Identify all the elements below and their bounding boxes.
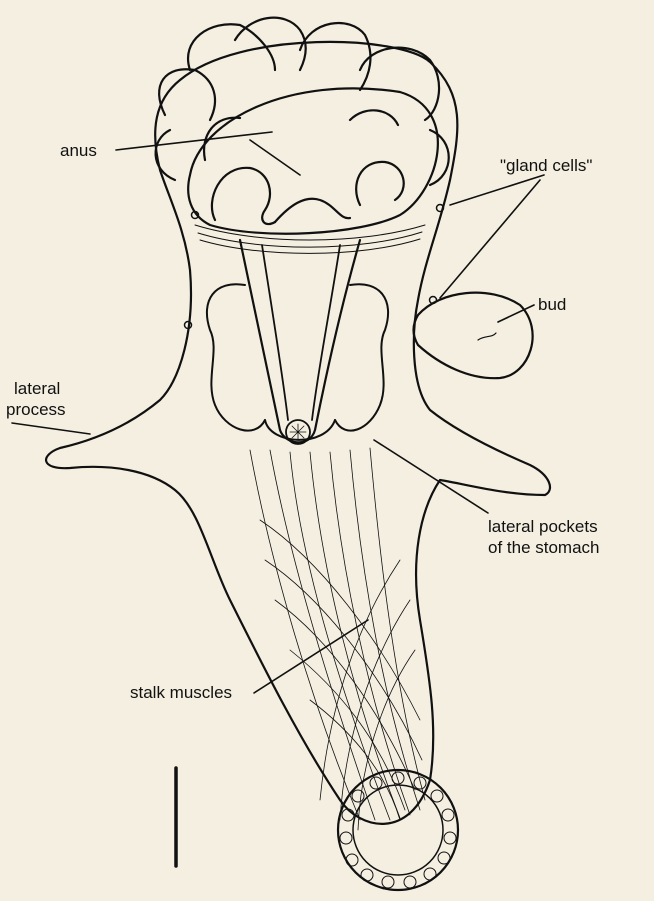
- label-lateral-pockets-line2: of the stomach: [488, 537, 600, 558]
- label-anus: anus: [60, 140, 97, 161]
- left-lateral-pocket: [207, 284, 265, 430]
- upper-lobes: [156, 18, 449, 185]
- label-gland-cells: "gland cells": [500, 155, 592, 176]
- oral-disk: [188, 88, 438, 233]
- label-stalk-muscles: stalk muscles: [130, 682, 232, 703]
- label-lateral-pockets-line1: lateral pockets: [488, 516, 598, 537]
- bud-outline: [414, 293, 533, 379]
- label-lateral-process-line2: process: [6, 399, 66, 420]
- stomach-inner: [262, 245, 340, 420]
- label-lateral-process-line1: lateral: [14, 378, 60, 399]
- basal-disk: [338, 770, 458, 890]
- leader-lines: [12, 132, 544, 693]
- gland-cells: [185, 205, 444, 329]
- stomach-outline: [240, 240, 360, 442]
- inner-lobes: [204, 110, 404, 224]
- label-bud: bud: [538, 294, 566, 315]
